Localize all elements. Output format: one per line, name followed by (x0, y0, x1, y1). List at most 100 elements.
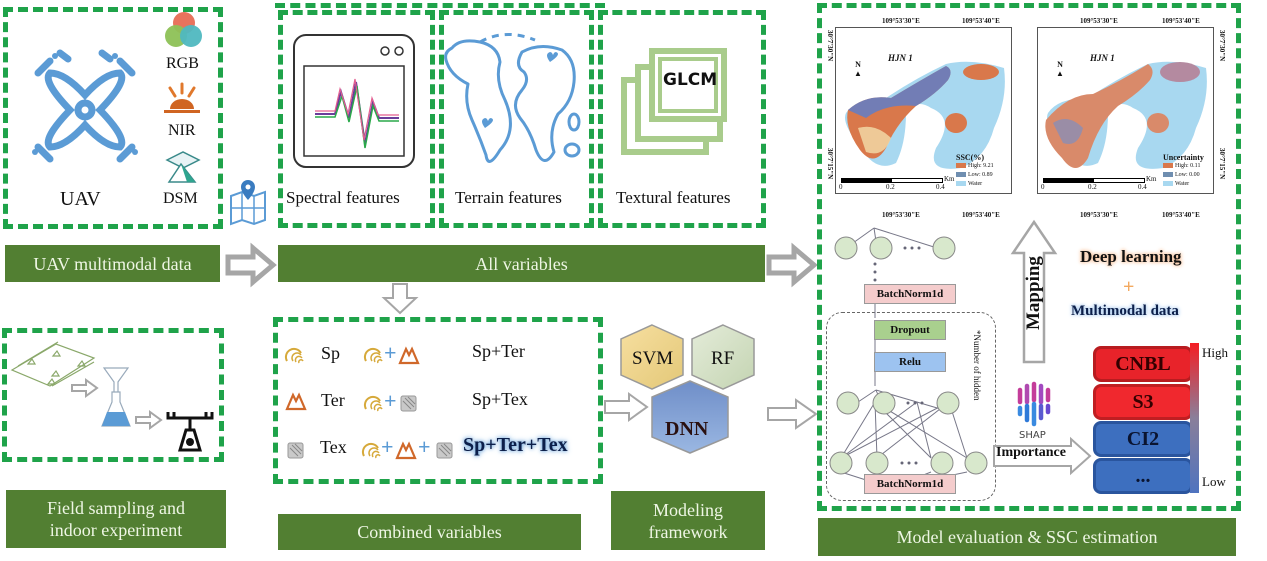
scale-0: 0 (839, 183, 843, 191)
spectral-panel (278, 10, 435, 228)
relu-box: Relu (874, 352, 946, 372)
uncertainty-legend: Uncertainty High: 0.11 Low: 0.00 Water (1163, 153, 1204, 189)
textural-panel (598, 10, 766, 228)
batchnorm-top-box: BatchNorm1d (864, 284, 956, 304)
ssc-top-coord-1: 109°53'30"E (882, 17, 920, 25)
unc-bottom-coord-2: 109°53'40"E (1162, 211, 1200, 219)
unc-legend-water: Water (1175, 181, 1190, 187)
textural-features-label: Textural features (616, 188, 731, 207)
scale-unit: Km (944, 175, 955, 183)
nir-sun-icon (164, 82, 200, 113)
dsm-terrain-icon (165, 151, 201, 183)
nn-node (836, 391, 860, 415)
uav-panel (3, 7, 223, 229)
combined-variables-panel (273, 317, 603, 484)
unc-bottom-coord-1: 109°53'30"E (1080, 211, 1118, 219)
modeling-framework-bar: Modeling framework (611, 491, 765, 550)
nn-node (872, 391, 896, 415)
flask-icon (101, 367, 131, 427)
texture-icon (436, 442, 453, 459)
ssc-bottom-coord-2: 109°53'40"E (962, 211, 1000, 219)
scale-04: 0.4 (1138, 183, 1147, 191)
field-sampling-panel (2, 328, 224, 462)
sp-icon (363, 395, 383, 412)
rgb-label: RGB (166, 55, 199, 72)
evaluation-panel (817, 3, 1241, 511)
arrow-uav-to-variables (225, 242, 277, 288)
scale-04: 0.4 (936, 183, 945, 191)
ter-label: Ter (321, 390, 345, 410)
tex-label: Tex (320, 437, 347, 457)
batchnorm-bottom-box: BatchNorm1d (864, 474, 956, 494)
hidden-layers-note: *Number of hidden (972, 330, 982, 401)
uav-drone-icon (32, 49, 138, 163)
spectral-features-label: Spectral features (286, 188, 400, 207)
ssc-side-coord-2: 30°7'15"N (826, 148, 834, 180)
importance-arrow (993, 436, 1092, 476)
scale-bar (1043, 178, 1145, 183)
svm-label: SVM (632, 348, 674, 369)
field-sampling-bar: Field sampling and indoor experiment (6, 490, 226, 548)
arrow-plot-to-flask (71, 378, 99, 398)
plus-sign: + (381, 434, 394, 459)
uav-multimodal-data-bar: UAV multimodal data (5, 245, 220, 282)
ssc-map-area (845, 61, 1005, 169)
ssc-bottom-coord-1: 109°53'30"E (882, 211, 920, 219)
ssc-map: HJN 1 N▲ SSC(%) High: 9.21 Low: 0.89 Wat… (835, 27, 1012, 194)
plus-sign: + (418, 434, 431, 459)
field-sampling-bar-line1: Field sampling and (47, 498, 185, 518)
arrow-combined-to-modeling (604, 392, 649, 422)
uncertainty-map: HJN 1 N▲ Uncertainty High: 0.11 Low: 0.0… (1037, 27, 1214, 194)
glcm-layers-icon (621, 48, 727, 155)
north-label: N (1057, 60, 1063, 69)
combo-sp-ter-tex: Sp+Ter+Tex (463, 434, 568, 456)
sp-icon (361, 442, 381, 459)
weighing-scale-icon (166, 412, 214, 452)
ssc-side-coord-1: 30°7'30"N (826, 30, 834, 62)
arrow-variables-to-evaluation (766, 242, 818, 288)
modeling-bar-line2: framework (648, 521, 728, 542)
north-label: N (855, 60, 861, 69)
nn-node (964, 451, 988, 475)
neural-network-diagram (829, 227, 988, 489)
features-outer-panel (275, 3, 605, 8)
north-arrow-icon: N▲ (854, 60, 862, 78)
spectral-waveform-icon (293, 34, 415, 168)
field-sampling-bar-line2: indoor experiment (49, 520, 183, 540)
svm-hexagon (620, 324, 684, 390)
shap-logo-icon (1017, 381, 1051, 427)
nn-node (865, 451, 889, 475)
ssc-map-title: HJN 1 (888, 53, 913, 63)
nn-node (936, 391, 960, 415)
plus-sign: + (1123, 276, 1135, 298)
combo-sp-tex: Sp+Tex (472, 389, 528, 409)
terrain-map-icon (444, 33, 581, 163)
hidden-layer-group (826, 312, 996, 501)
terrain-panel (439, 10, 594, 228)
shap-label: SHAP (1019, 430, 1046, 441)
scale-0: 0 (1041, 183, 1045, 191)
terrain-icon (398, 347, 420, 365)
nn-node (829, 451, 853, 475)
model-hexagons (620, 324, 755, 454)
dnn-label: DNN (665, 418, 709, 440)
north-arrow-icon: N▲ (1056, 60, 1064, 78)
nn-node (930, 451, 954, 475)
dnn-hexagon (651, 380, 729, 454)
ssc-legend-water: Water (968, 181, 983, 187)
unc-side-coord-2: 30°7'15"N (1218, 148, 1226, 180)
feature-rank-2: S3 (1093, 384, 1193, 420)
texture-icon (287, 442, 304, 459)
nn-node (869, 236, 893, 260)
mapping-label: Mapping (1023, 256, 1044, 330)
dropout-box: Dropout (874, 320, 946, 340)
unc-top-coord-2: 109°53'40"E (1162, 17, 1200, 25)
mapping-arrow (1010, 219, 1058, 364)
unc-legend-high: High: 0.11 (1175, 163, 1201, 169)
terrain-features-label: Terrain features (455, 188, 562, 207)
ssc-legend-low: Low: 0.89 (968, 172, 993, 178)
sp-icon (363, 347, 383, 364)
uav-label: UAV (60, 188, 101, 210)
rf-hexagon (691, 324, 755, 390)
combined-variables-bar: Combined variables (278, 514, 581, 550)
